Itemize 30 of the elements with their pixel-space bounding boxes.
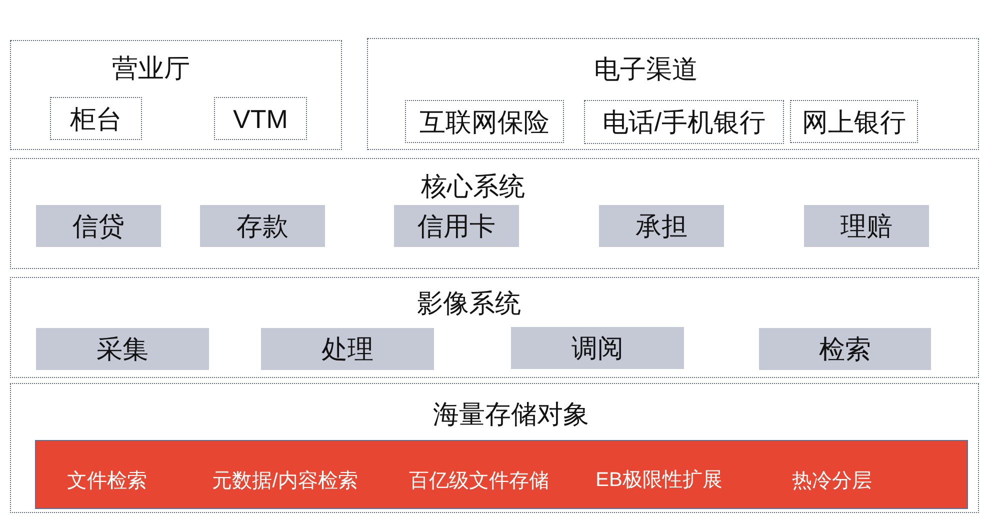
panel-title: 营业厅 — [112, 55, 190, 81]
layer-panel — [10, 40, 342, 150]
panel-title: 电子渠道 — [594, 56, 698, 82]
panel-title: 海量存储对象 — [433, 401, 589, 427]
storage-band — [35, 440, 968, 509]
module-box: 承担 — [599, 205, 724, 247]
channel-box: 电话/手机银行 — [584, 100, 784, 144]
module-box: 理赔 — [804, 205, 929, 247]
layer-panel — [10, 277, 979, 378]
feature-label: 元数据/内容检索 — [212, 471, 358, 491]
module-box: 存款 — [200, 205, 325, 247]
panel-title: 影像系统 — [417, 290, 521, 316]
feature-label: 百亿级文件存储 — [409, 471, 549, 491]
layer-panel — [10, 383, 979, 513]
layer-panel — [10, 158, 979, 269]
panel-title: 核心系统 — [421, 173, 525, 199]
module-box: 处理 — [261, 328, 434, 370]
module-box: 采集 — [36, 328, 209, 370]
module-box: 信用卡 — [394, 205, 519, 247]
module-box: 信贷 — [36, 205, 161, 247]
channel-box: 柜台 — [50, 97, 142, 140]
module-box: 检索 — [759, 328, 931, 370]
feature-label: EB极限性扩展 — [596, 470, 722, 490]
channel-box: 网上银行 — [790, 100, 918, 143]
feature-label: 热冷分层 — [792, 471, 872, 491]
channel-box: VTM — [214, 97, 307, 140]
feature-label: 文件检索 — [67, 471, 147, 491]
layer-panel — [367, 38, 979, 150]
channel-box: 互联网保险 — [405, 100, 564, 143]
module-box: 调阅 — [511, 327, 684, 369]
